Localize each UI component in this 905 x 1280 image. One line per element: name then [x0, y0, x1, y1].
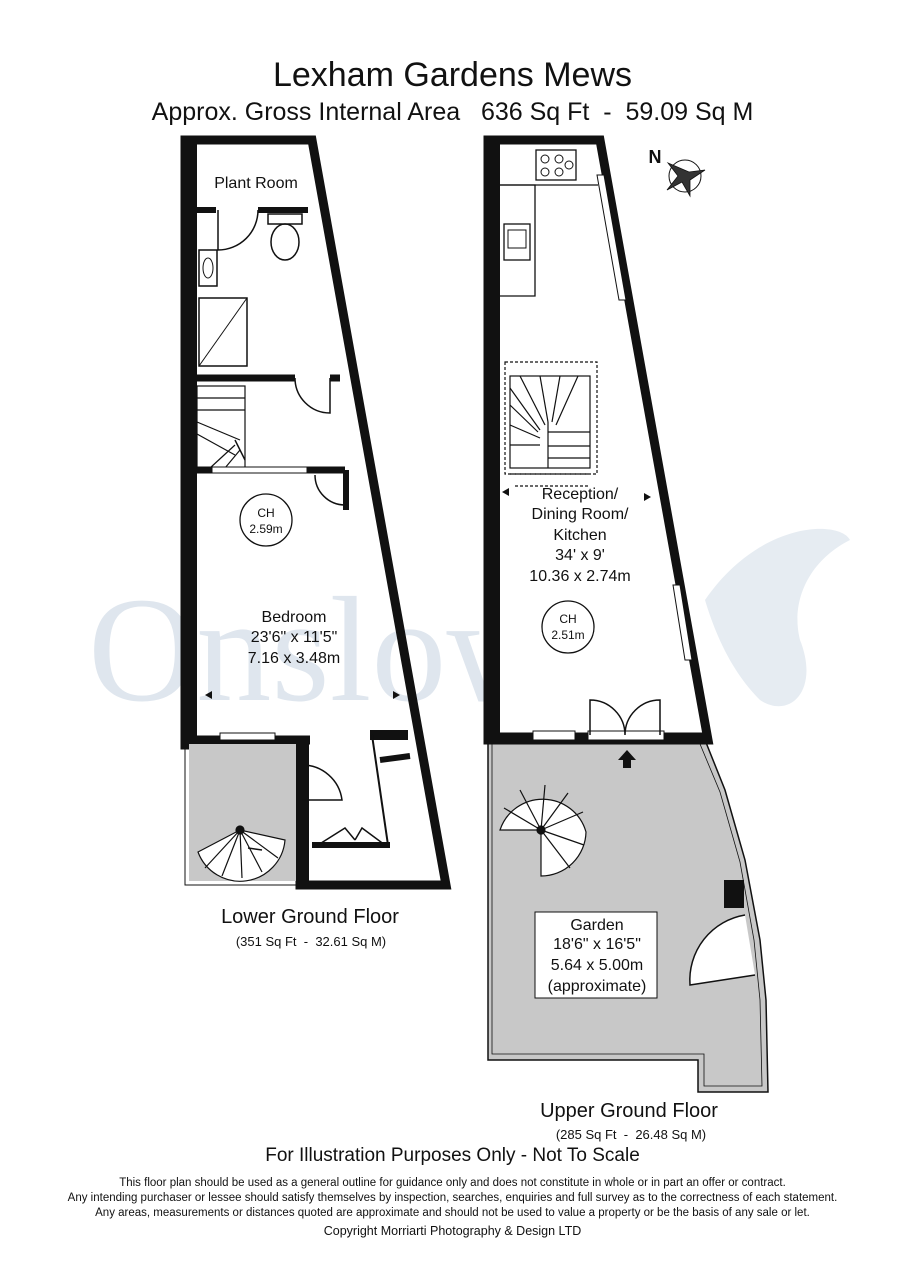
garden-label-box: [534, 911, 658, 999]
garden-gate: [689, 914, 756, 986]
bedroom-window-inner: [211, 466, 308, 474]
upper-ground-plan: Garden 18'6" x 16'5" 5.64 x 5.00m (appro…: [483, 135, 769, 1093]
copyright-line: Copyright Morriarti Photography & Design…: [323, 1224, 582, 1238]
shower-tray: [198, 297, 248, 367]
reception-line1: Reception/: [542, 486, 619, 503]
disclaimer-line-1: This floor plan should be used as a gene…: [119, 1177, 786, 1189]
upper-floor-name: Upper Ground Floor: [540, 1100, 718, 1122]
gross-area-line: Approx. Gross Internal Area 636 Sq Ft - …: [151, 98, 754, 126]
lower-left-wall: [185, 140, 197, 745]
compass-rose: N: [649, 147, 706, 198]
kitchen-hob: [535, 149, 577, 181]
lower-spiral-stair: [197, 825, 286, 882]
disclaimer-line-3: Any areas, measurements or distances quo…: [95, 1207, 810, 1219]
disclaimer-line-2: Any intending purchaser or lessee should…: [67, 1192, 838, 1204]
bathroom-door: [294, 377, 331, 414]
garden-wall-block: [724, 880, 744, 908]
lower-ceiling-circle: [239, 493, 293, 547]
french-doors: [589, 699, 661, 736]
lower-floor-area: (351 Sq Ft - 32.61 Sq M): [235, 934, 387, 949]
toilet-bowl: [270, 223, 300, 261]
plant-room-door: [217, 209, 259, 251]
upper-bottom-window: [532, 730, 576, 741]
lower-ch-label: CH: [257, 506, 274, 520]
compass-star-icon: [666, 162, 706, 198]
garden-note: (approximate): [548, 978, 647, 995]
basin: [198, 249, 218, 287]
upper-right-window-1: [596, 174, 627, 301]
garden-imperial: 18'6" x 16'5": [553, 936, 641, 953]
upper-ceiling-circle: [541, 600, 595, 654]
reception-metric: 10.36 x 2.74m: [529, 568, 630, 585]
reception-line3: Kitchen: [553, 527, 606, 544]
toilet-cistern: [267, 213, 303, 225]
bedroom-name: Bedroom: [262, 609, 327, 626]
lower-staircase: [196, 385, 246, 469]
upper-ch-value: 2.51m: [551, 628, 584, 642]
lower-floor-name: Lower Ground Floor: [221, 906, 399, 928]
reception-imperial: 34' x 9': [555, 547, 605, 564]
bedroom-imperial: 23'6" x 11'5": [251, 629, 338, 646]
french-door-opening: [587, 730, 665, 741]
bedroom-metric: 7.16 x 3.48m: [248, 650, 341, 667]
upper-spiral-stair: [499, 784, 587, 877]
plan-title: Lexham Gardens Mews: [272, 56, 633, 94]
illustration-note: For Illustration Purposes Only - Not To …: [265, 1145, 640, 1166]
garden-name: Garden: [570, 917, 623, 934]
upper-right-window-2: [672, 584, 693, 661]
lower-ch-value: 2.59m: [249, 522, 282, 536]
entry-arrow: [618, 750, 636, 768]
upper-floor-area: (285 Sq Ft - 26.48 Sq M): [555, 1127, 707, 1142]
wardrobe-doors: [317, 826, 386, 846]
upper-ch-label: CH: [559, 612, 576, 626]
upper-staircase: [504, 361, 598, 487]
garden-metric: 5.64 x 5.00m: [551, 957, 644, 974]
cupboard: [370, 730, 408, 740]
watermark-logo: [705, 528, 850, 707]
lower-ground-plan: CH 2.59m Plant Room Bedroom 23'6" x 11'5…: [180, 135, 452, 890]
kitchen-sink: [503, 223, 531, 261]
compass-north-label: N: [649, 147, 662, 167]
bedroom-bottom-window: [219, 732, 276, 742]
plant-room-label: Plant Room: [214, 175, 298, 192]
bedroom-door: [314, 474, 346, 506]
reception-line2: Dining Room/: [532, 506, 629, 523]
lower-door-2: [301, 764, 343, 801]
